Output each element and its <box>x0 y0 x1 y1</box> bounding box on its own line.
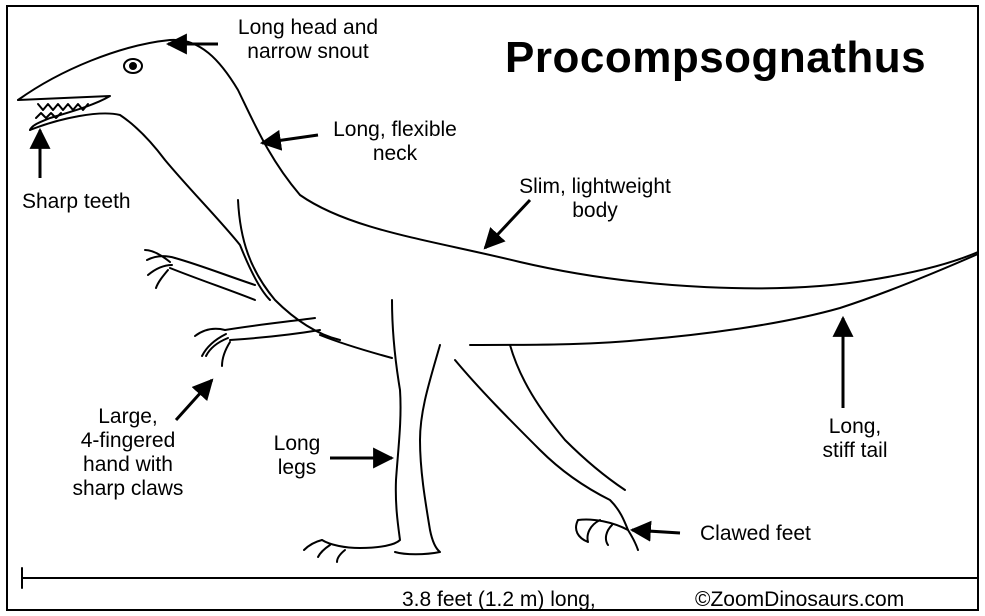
upper-arm <box>170 258 255 300</box>
length-text: 3.8 feet (1.2 m) long, <box>402 588 596 612</box>
label-feet: Clawed feet <box>700 522 811 546</box>
lower-hand <box>195 329 230 366</box>
front-leg <box>322 300 440 554</box>
lower-arm <box>225 318 320 340</box>
diagram-title: Procompsognathus <box>505 33 926 83</box>
arrow-feet <box>632 530 680 533</box>
copyright-text: ©ZoomDinosaurs.com <box>695 588 904 612</box>
label-tail: Long, stiff tail <box>800 415 910 463</box>
chest-outline <box>238 200 340 340</box>
back-leg <box>455 345 628 530</box>
label-teeth: Sharp teeth <box>22 190 131 214</box>
label-hand: Large, 4-fingered hand with sharp claws <box>58 405 198 501</box>
label-neck: Long, flexible neck <box>315 118 475 166</box>
hip-line <box>320 335 392 358</box>
arrow-neck <box>262 135 318 143</box>
back-foot <box>576 519 638 550</box>
front-foot <box>304 540 345 562</box>
label-head: Long head and narrow snout <box>218 16 398 64</box>
length-line <box>22 568 978 588</box>
label-body: Slim, lightweight body <box>500 175 690 223</box>
label-legs: Long legs <box>262 432 332 480</box>
